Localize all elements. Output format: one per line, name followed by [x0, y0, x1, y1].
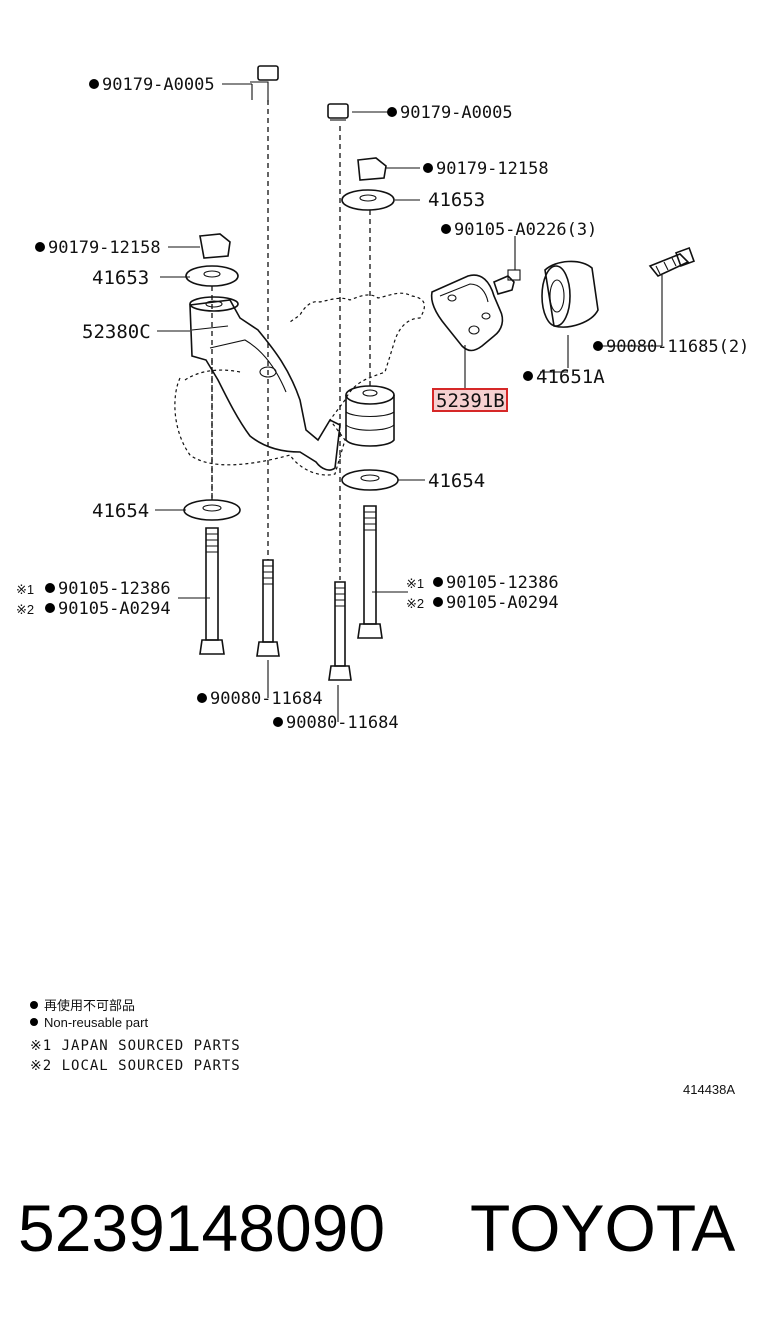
legend: 再使用不可部品 Non-reusable part ※1 JAPAN SOURC…: [30, 998, 241, 1074]
bracket-52380c: [189, 296, 341, 471]
bolt-90105-12386-left: [199, 527, 225, 655]
washer-41653-right: [341, 189, 395, 211]
callout-41654-left: 41654: [92, 500, 149, 522]
nonreusable-dot: [433, 597, 443, 607]
brand-name: TOYOTA: [470, 1191, 736, 1265]
clip-90179-a0005-right: [327, 103, 349, 121]
mark-japan: ※1: [406, 576, 424, 591]
mark-local: ※2: [406, 596, 424, 611]
figure-id: 414438A: [683, 1082, 735, 1097]
nonreusable-dot: [89, 79, 99, 89]
mark-japan: ※1: [16, 582, 34, 597]
leader-lines: [155, 83, 663, 722]
nonreusable-dot: [441, 224, 451, 234]
nonreusable-dot: [45, 603, 55, 613]
nonreusable-dot: [523, 371, 533, 381]
bracket-52391b: [430, 274, 504, 352]
callout-90105-12386-right: 90105-12386: [446, 573, 559, 593]
callout-52380c: 52380C: [82, 321, 151, 343]
callout-90105-a0294-right: 90105-A0294: [446, 593, 559, 613]
bushing-41651a: [541, 260, 599, 328]
callout-90179-12158-left: 90179-12158: [48, 238, 161, 258]
nonreusable-dot: [30, 1018, 38, 1026]
nonreusable-dot: [593, 341, 603, 351]
legend-japan: ※1 JAPAN SOURCED PARTS: [30, 1038, 241, 1054]
nonreusable-dot: [273, 717, 283, 727]
nonreusable-dot: [387, 107, 397, 117]
callout-90080-11684-right: 90080-11684: [286, 713, 399, 733]
callout-90080-11684-left: 90080-11684: [210, 689, 323, 709]
nonreusable-dot: [433, 577, 443, 587]
bolt-90080-11685: [648, 247, 695, 277]
callout-90105-a0294-left: 90105-A0294: [58, 599, 171, 619]
callout-41653-left: 41653: [92, 267, 149, 289]
callout-90080-11685: 90080-11685(2): [606, 337, 749, 357]
part-number: 5239148090: [18, 1191, 386, 1265]
nonreusable-dot: [423, 163, 433, 173]
legend-nonreusable-cn: 再使用不可部品: [44, 998, 135, 1013]
callout-52391b: 52391B: [436, 390, 505, 412]
callout-90179-a0005-right: 90179-A0005: [400, 103, 513, 123]
clip-90179-12158-right: [357, 157, 387, 181]
mark-local: ※2: [16, 602, 34, 617]
washer-41654-left: [183, 499, 241, 521]
callout-90105-a0226: 90105-A0226(3): [454, 220, 597, 240]
callout-90179-a0005-left: 90179-A0005: [102, 75, 215, 95]
callout-labels: 90179-A0005 90179-A0005 90179-12158 4165…: [16, 75, 749, 733]
bolt-90080-11684-right: [328, 581, 352, 681]
bolt-90105-12386-right: [357, 505, 383, 639]
bolt-90080-11684-left: [256, 559, 280, 657]
callout-41651a: 41651A: [536, 366, 605, 388]
nonreusable-dot: [45, 583, 55, 593]
nonreusable-dot: [30, 1001, 38, 1009]
nonreusable-dot: [35, 242, 45, 252]
transmission-outline: [174, 292, 426, 476]
legend-nonreusable-en: Non-reusable part: [44, 1015, 148, 1030]
legend-local: ※2 LOCAL SOURCED PARTS: [30, 1058, 241, 1074]
bolt-90105-a0226: [493, 269, 521, 295]
mount-cylinder: [345, 385, 395, 447]
washer-41653-left: [185, 265, 239, 287]
washer-41654-right: [341, 469, 399, 491]
callout-41654-right: 41654: [428, 470, 485, 492]
highlight-box: [432, 388, 508, 412]
callout-41653-right: 41653: [428, 189, 485, 211]
nonreusable-dot: [197, 693, 207, 703]
clip-90179-a0005-left: [250, 65, 279, 102]
clip-90179-12158-left: [199, 233, 231, 259]
assembly-axes: [211, 100, 371, 580]
callout-90105-12386-left: 90105-12386: [58, 579, 171, 599]
callout-90179-12158-right: 90179-12158: [436, 159, 549, 179]
